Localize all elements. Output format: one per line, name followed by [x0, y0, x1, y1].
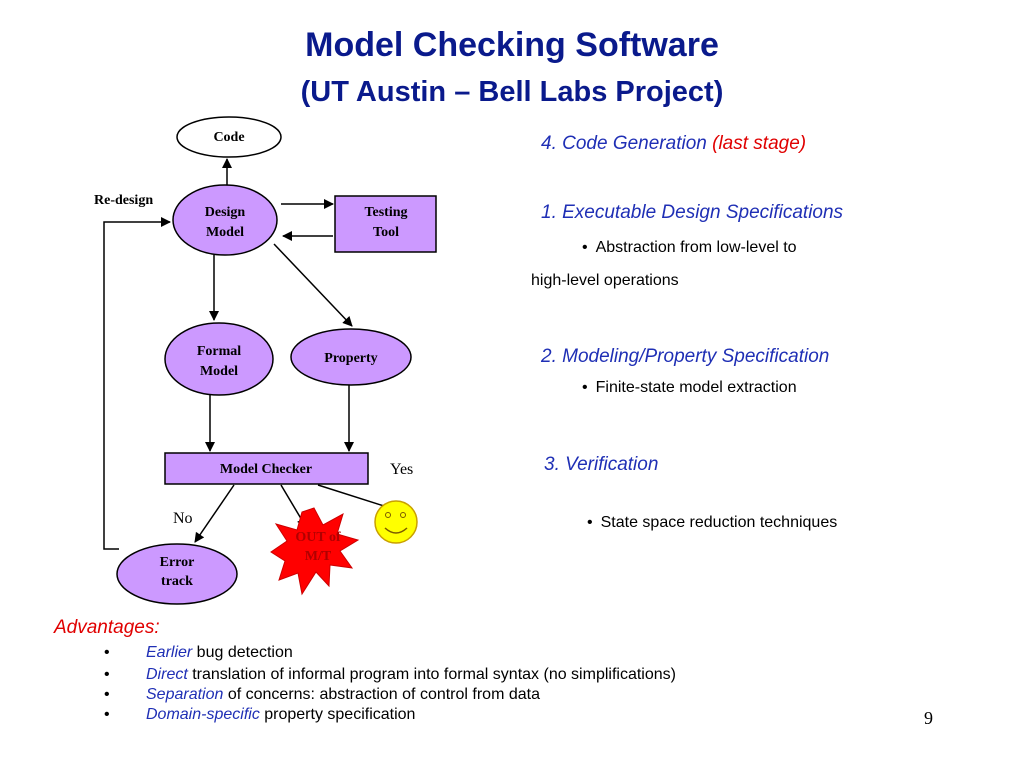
advantage-item: • Domain-specific property specification [104, 706, 415, 724]
bullet-dot: • [104, 686, 110, 703]
design-model-ellipse [172, 184, 278, 256]
node-code: Code [176, 116, 282, 158]
formal-model-label-line1: Formal [197, 344, 241, 359]
arrow-checker-to-error [194, 484, 235, 543]
error-track-label-line2: track [161, 574, 193, 589]
step-code-generation-note: (last stage) [712, 133, 807, 154]
node-testing-tool: Testing Tool [334, 195, 437, 253]
out-of-mt-label-line2: M/T [305, 549, 332, 564]
smiley-mouth [384, 527, 408, 534]
advantage-emphasis: Domain-specific [146, 706, 260, 723]
page-number: 9 [924, 708, 933, 728]
bullet-dot: • [104, 666, 110, 683]
explosion-burst-icon [270, 507, 360, 596]
bullet-dot: • [104, 644, 110, 661]
advantage-emphasis: Direct [146, 666, 188, 683]
bullet-abstraction-text: Abstraction from low-level to [595, 239, 797, 256]
advantage-text: bug detection [192, 644, 293, 661]
node-formal-model: Formal Model [164, 322, 274, 396]
step-code-generation-label: 4. Code Generation [541, 133, 707, 154]
step-executable-design-label: 1. Executable Design Specifications [541, 202, 844, 223]
testing-tool-label-line2: Tool [373, 225, 399, 240]
smiley-face-icon [374, 500, 418, 544]
bullet-finite-state: • Finite-state model extraction [582, 379, 797, 397]
step-code-generation: 4. Code Generation (last stage) [537, 133, 806, 155]
advantage-emphasis: Separation [146, 686, 224, 703]
redesign-label: Re-design [94, 193, 153, 208]
bullet-dot: • [587, 514, 593, 531]
out-of-mt-label-line1: OUT of [295, 530, 341, 545]
node-out-of-mt: OUT of M/T [270, 507, 360, 596]
testing-tool-box [334, 195, 437, 253]
node-error-track: Error track [116, 543, 238, 605]
testing-tool-label-line1: Testing [364, 205, 407, 220]
formal-model-label-line2: Model [200, 364, 238, 379]
node-model-checker: Model Checker [164, 452, 369, 485]
smiley-eye-left [385, 512, 391, 518]
model-checker-box [164, 452, 369, 485]
advantage-emphasis: Earlier [146, 644, 193, 661]
error-track-ellipse [116, 543, 238, 605]
step-executable-design: 1. Executable Design Specifications [537, 202, 843, 224]
arrow-design-to-property [273, 243, 353, 327]
bullet-state-space-text: State space reduction techniques [600, 514, 838, 531]
advantage-text: translation of informal program into for… [187, 666, 676, 683]
code-ellipse [176, 116, 282, 158]
slide-subtitle: (UT Austin – Bell Labs Project) [300, 76, 724, 108]
bullet-abstraction-continued: high-level operations [531, 272, 679, 289]
smiley-face [374, 500, 418, 544]
flow-arrows [103, 158, 385, 550]
advantage-text: of concerns: abstraction of control from… [223, 686, 540, 703]
arrow-redesign-loop [103, 217, 171, 550]
advantage-item: • Separation of concerns: abstraction of … [104, 686, 540, 704]
design-model-label-line1: Design [205, 205, 246, 220]
property-label: Property [324, 351, 377, 366]
advantage-item: • Direct translation of informal program … [104, 666, 676, 684]
advantage-text: property specification [259, 706, 416, 723]
yes-label: Yes [390, 461, 413, 478]
property-ellipse [290, 328, 412, 386]
step-modeling-property: 2. Modeling/Property Specification [537, 346, 829, 368]
advantages-heading: Advantages: [54, 617, 160, 638]
smiley-eye-right [400, 512, 406, 518]
node-property: Property [290, 328, 412, 386]
bullet-finite-state-text: Finite-state model extraction [595, 379, 797, 396]
bullet-dot: • [582, 379, 588, 396]
bullet-abstraction: • Abstraction from low-level to [582, 239, 797, 257]
step-modeling-property-label: 2. Modeling/Property Specification [541, 346, 830, 367]
node-design-model: Design Model [172, 184, 278, 256]
step-verification-label: 3. Verification [544, 454, 659, 475]
arrow-checker-to-yes [317, 484, 385, 507]
step-verification: 3. Verification [540, 454, 658, 476]
advantage-item: • Earlier bug detection [104, 644, 293, 662]
no-label: No [173, 510, 193, 527]
formal-model-ellipse [164, 322, 274, 396]
bullet-dot: • [582, 239, 588, 256]
model-checker-label: Model Checker [220, 462, 312, 477]
bullet-state-space: • State space reduction techniques [587, 514, 837, 532]
slide-title: Model Checking Software [305, 26, 719, 64]
design-model-label-line2: Model [206, 225, 244, 240]
error-track-label-line1: Error [160, 555, 195, 570]
bullet-dot: • [104, 706, 110, 723]
code-label: Code [213, 130, 244, 145]
